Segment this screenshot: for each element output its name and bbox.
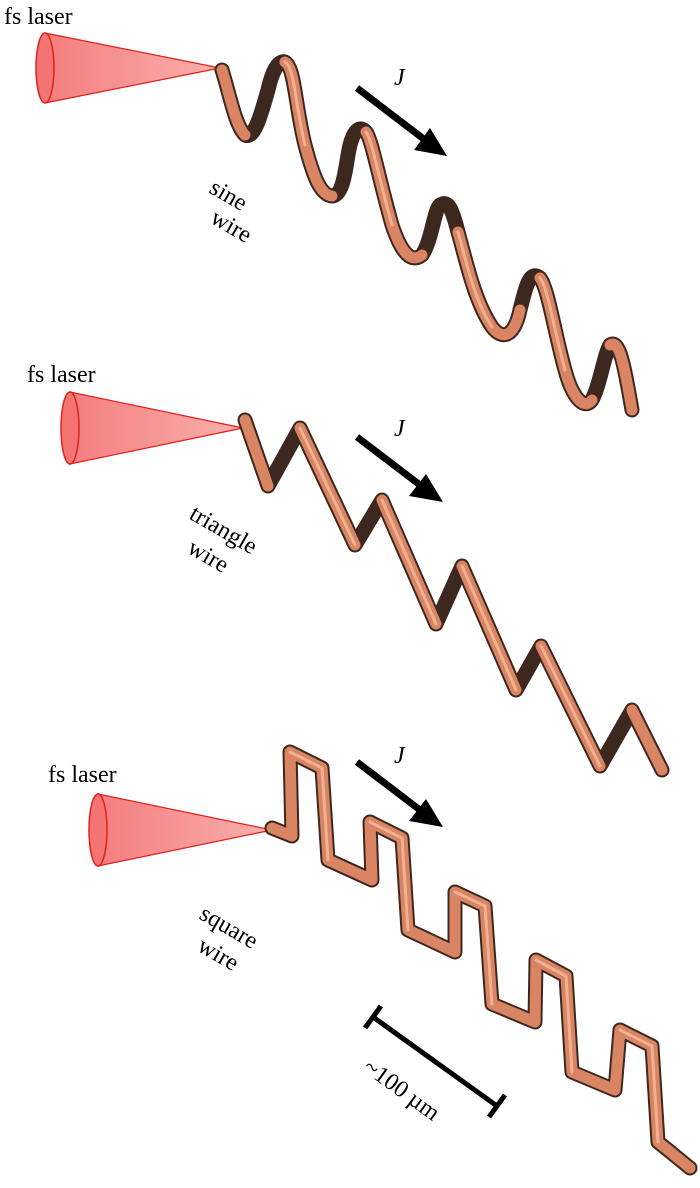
laser-label: fs laser (4, 4, 73, 30)
wire-label-line2: wire (206, 205, 256, 249)
current-arrow (354, 434, 443, 502)
current-label: J (394, 416, 406, 442)
square-wire (264, 744, 698, 1176)
triangle-panel: fs laser J triangle wire (27, 362, 670, 778)
laser-label: fs laser (48, 762, 117, 788)
sine-panel: fs laser J sine wire (4, 4, 640, 418)
current-arrow (354, 85, 447, 156)
current-arrow (354, 759, 443, 827)
laser-label: fs laser (27, 362, 96, 388)
laser-cone (35, 32, 222, 104)
triangle-wire (237, 412, 670, 778)
sine-wire (214, 54, 640, 418)
current-label: J (394, 65, 406, 91)
scale-bar-label: ~100 µm (358, 1054, 444, 1127)
laser-cone (88, 793, 274, 867)
scale-bar (362, 1004, 508, 1119)
square-panel: fs laser J square wire ~100 µm (48, 743, 698, 1176)
laser-cone (60, 391, 246, 465)
current-label: J (394, 743, 406, 769)
